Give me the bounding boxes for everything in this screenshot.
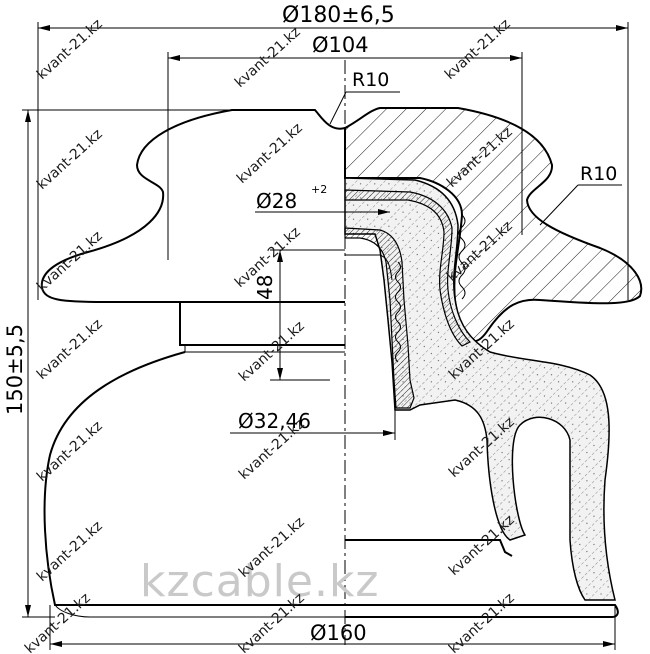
porcelain-top-section — [344, 107, 643, 343]
dimension-lines — [22, 22, 629, 650]
watermark: kvant-21.kz — [34, 316, 106, 383]
thread-wave — [458, 214, 466, 300]
dim-radius-top: R10 — [352, 69, 389, 91]
watermark: kvant-21.kz — [442, 16, 514, 83]
thimble-layer — [344, 189, 472, 347]
watermark: kvant-21.kz — [34, 228, 106, 295]
inner-cavity-line — [345, 539, 513, 557]
dim-depth: 48 — [253, 275, 277, 300]
dim-base-diameter: Ø160 — [310, 621, 367, 645]
dim-inner-tolerance: +2 — [311, 183, 327, 196]
cavity-top — [345, 254, 393, 281]
neck-outline — [179, 302, 345, 346]
dim-height: 150±5,5 — [3, 324, 27, 415]
dim-top-diameter: Ø104 — [312, 33, 369, 57]
shell-outline — [43, 351, 345, 606]
shell-rim — [54, 604, 345, 618]
section-view — [344, 107, 643, 618]
watermark: kvant-21.kz — [446, 512, 518, 579]
cement-section — [344, 177, 616, 601]
dim-inner-diameter: Ø28 — [256, 189, 297, 213]
thread-wave-inner — [395, 261, 401, 363]
watermark: kvant-21.kz — [234, 120, 306, 187]
watermark: kvant-21.kz — [34, 126, 106, 193]
watermark-big: kzcable.kz — [140, 556, 380, 607]
dim-radius-right: R10 — [580, 163, 617, 185]
dim-bore-diameter: Ø32,46 — [238, 409, 311, 433]
watermark: kvant-21.kz — [34, 418, 106, 485]
watermark: kvant-21.kz — [34, 16, 106, 83]
dim-overall-diameter: Ø180±6,5 — [282, 3, 395, 28]
